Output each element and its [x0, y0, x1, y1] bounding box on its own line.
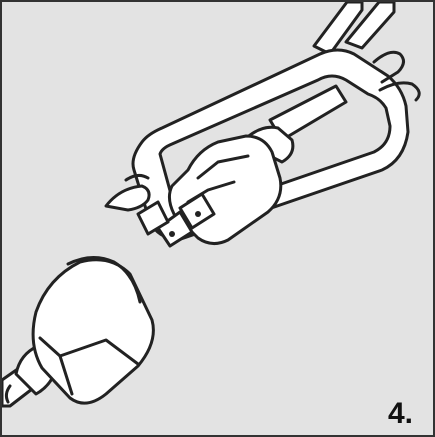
step-number: 4.: [387, 397, 413, 430]
power-plug-icon: [136, 134, 283, 248]
upper-cord-icon: [312, 2, 396, 56]
extension-socket-icon: [2, 256, 155, 408]
